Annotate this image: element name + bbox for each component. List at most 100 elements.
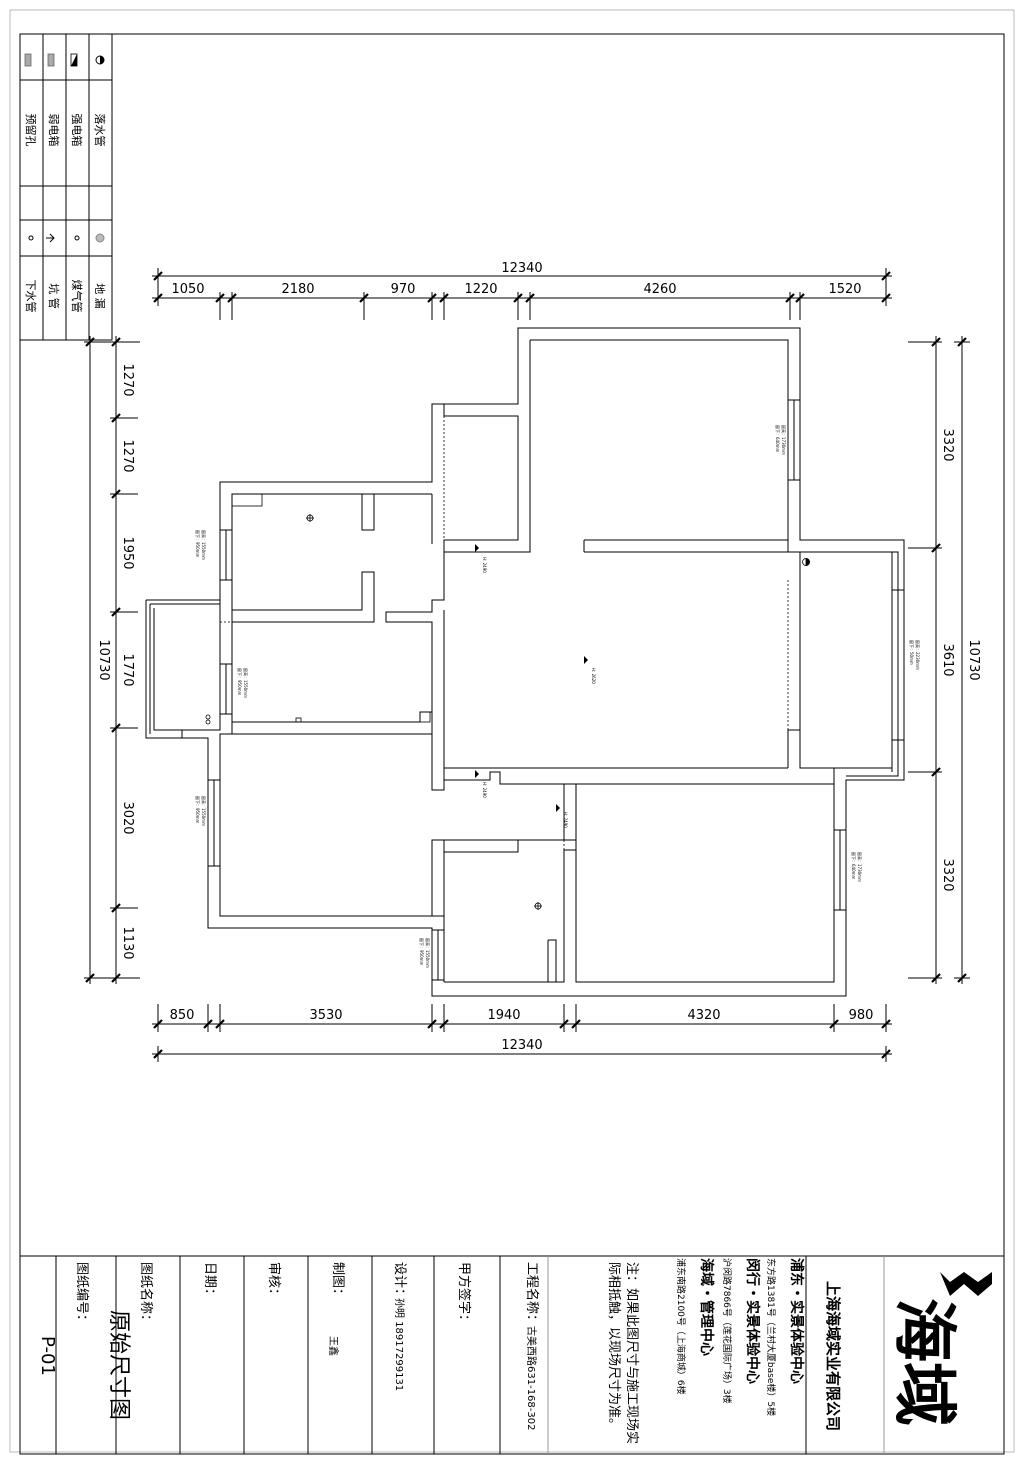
branch-3-title: 海域・管理中心	[698, 1258, 715, 1356]
dim-left-4: 1770	[120, 653, 135, 686]
dim-left-total: 10730	[96, 639, 111, 680]
legend-label-weak-box: 弱电箱	[47, 114, 61, 147]
legend-label-floor-drain: 地 漏	[93, 283, 106, 309]
legend-label-pit-pipe: 坑 管	[47, 283, 61, 309]
dim-top-total: 12340	[501, 261, 542, 276]
bathroom-walls	[444, 840, 576, 983]
dim-top-2: 2180	[281, 282, 314, 297]
height-mark-3: H: 2490	[482, 782, 487, 798]
draw-value: 王鑫	[327, 1336, 340, 1356]
drawing-name: 原始尺寸图	[106, 1310, 131, 1420]
legend-label-gas-pipe: 煤气管	[70, 280, 84, 313]
window-note-line1: 窗高：2230mm	[915, 640, 921, 670]
dim-top-4: 1220	[464, 282, 497, 297]
window-note-line2: 窗下：950mm	[419, 938, 425, 966]
design-value: 孙明 18917299131	[393, 1298, 406, 1391]
left-balcony	[145, 599, 220, 739]
gray-circle-icon	[95, 233, 105, 243]
living-lower-walls	[444, 767, 834, 840]
dim-left-3: 1950	[120, 536, 135, 569]
window-note-line2: 窗下：640mm	[775, 425, 781, 453]
window-note-line2: 窗下：640mm	[851, 852, 857, 880]
window-note-line1: 窗高：1550mm	[243, 668, 249, 698]
arrow-icon	[46, 233, 55, 243]
small-dot-icon	[74, 235, 80, 241]
study-walls	[231, 622, 433, 735]
drawing-name-label: 图纸名称：	[138, 1262, 154, 1327]
branch-3-address: 浦东南路2100号（上海商城）6楼	[675, 1258, 687, 1395]
dim-top-6: 1520	[828, 282, 861, 297]
legend-label-reserved-hole: 预留孔	[24, 114, 37, 147]
height-marks: H: 2490 H: 2620 H: 2490 H: 2490	[475, 544, 596, 828]
branch-2-address: 沪闵路7866号（莲花国际广场）3楼	[721, 1258, 733, 1404]
drawing-no-label: 图纸编号：	[74, 1262, 89, 1327]
window-note-line1: 窗高：1550mm	[425, 938, 431, 968]
legend-label-power-box: 强电箱	[70, 114, 84, 147]
dimension-lines	[84, 268, 970, 1062]
height-arrow-icon	[475, 770, 479, 778]
branch-2-title: 闵行・实景体验中心	[744, 1258, 761, 1384]
dim-right-total: 10730	[966, 639, 981, 680]
title-block	[20, 1255, 1004, 1454]
dim-left-6: 1130	[120, 926, 135, 959]
branch-1-title: 浦东・实景体验中心	[788, 1258, 805, 1384]
project-fields: 工程名称： 古美西路631-168-302 甲方签字： 设计： 孙明 18917…	[37, 1262, 540, 1430]
client-sign-label: 甲方签字：	[456, 1262, 472, 1327]
dim-right-1: 3320	[940, 428, 955, 461]
window-note-line2: 窗下：950mm	[195, 530, 201, 558]
dimension-ticks	[85, 271, 967, 1059]
exterior-wall-inner	[219, 339, 835, 983]
open-circle-icon	[28, 235, 34, 241]
windows	[207, 399, 905, 981]
top-left-bedroom-walls	[231, 494, 445, 791]
drawing-no: P-01	[37, 1336, 58, 1376]
window-note-line1: 窗高：1550mm	[201, 796, 207, 826]
legend-label-drain-pipe: 落水管	[93, 114, 107, 147]
ceiling-light-icon	[534, 902, 542, 910]
dashed-openings	[219, 416, 789, 850]
wave-logo-icon	[940, 1272, 992, 1296]
window-note-line2: 窗下：950mm	[237, 668, 243, 696]
draw-label: 制图：	[330, 1262, 345, 1301]
right-balcony	[846, 551, 899, 777]
drain-pipe-icon	[802, 558, 810, 566]
corner-column-icon	[231, 493, 263, 507]
window-note-line2: 窗下：950mm	[195, 796, 201, 824]
dim-top-3: 970	[391, 282, 416, 297]
right-room-walls	[787, 551, 893, 769]
living-partition	[583, 539, 788, 553]
gray-box-icon	[47, 53, 55, 67]
height-arrow-icon	[475, 544, 479, 552]
note-block: 注：如果此图尺寸与施工现场实际相抵触，以现场尺寸为准。	[606, 1262, 639, 1445]
height-mark-4: H: 2490	[563, 812, 568, 828]
box-icon	[419, 711, 431, 723]
dim-bottom-4: 4320	[687, 1008, 720, 1023]
legend-label-sewer-pipe: 下水管	[24, 280, 38, 313]
dim-right-3: 3320	[940, 858, 955, 891]
pipe-dot-icon	[205, 714, 211, 720]
gray-box-icon	[24, 53, 32, 67]
review-label: 审核：	[266, 1262, 281, 1301]
dim-bottom-2: 3530	[309, 1008, 342, 1023]
inner-frame	[19, 33, 1005, 1455]
window-note-line1: 窗高：1550mm	[201, 530, 207, 560]
box-icon	[295, 717, 302, 723]
dim-top-5: 4260	[643, 282, 676, 297]
branch-1-address: 东方路1381号（兰村大厦base楼）5楼	[765, 1258, 777, 1416]
height-mark-1: H: 2490	[482, 557, 487, 573]
project-name: 古美西路631-168-302	[525, 1326, 538, 1430]
window-notes: 窗高：1730mm 窗下：640mm 窗高：1550mm 窗下：950mm 窗高…	[195, 425, 921, 968]
outer-frame	[9, 9, 1015, 1453]
project-label: 工程名称：	[524, 1262, 540, 1327]
construction-note: 注：如果此图尺寸与施工现场实际相抵触，以现场尺寸为准。	[606, 1262, 639, 1445]
ceiling-light-icon	[306, 514, 314, 522]
date-label: 日期：	[202, 1262, 217, 1301]
company-name-full: 上海海域实业有限公司	[824, 1281, 842, 1431]
dim-bottom-total: 12340	[501, 1038, 542, 1053]
dim-left-5: 3020	[120, 801, 135, 834]
half-filled-circle-icon	[95, 55, 105, 65]
branch-info: 浦东・实景体验中心 东方路1381号（兰村大厦base楼）5楼 闵行・实景体验中…	[675, 1258, 805, 1416]
height-mark-2: H: 2620	[591, 668, 596, 684]
legend: 落水管 强电箱 弱电箱 预留孔 地 漏 煤气管 坑 管 下水管	[19, 33, 113, 341]
